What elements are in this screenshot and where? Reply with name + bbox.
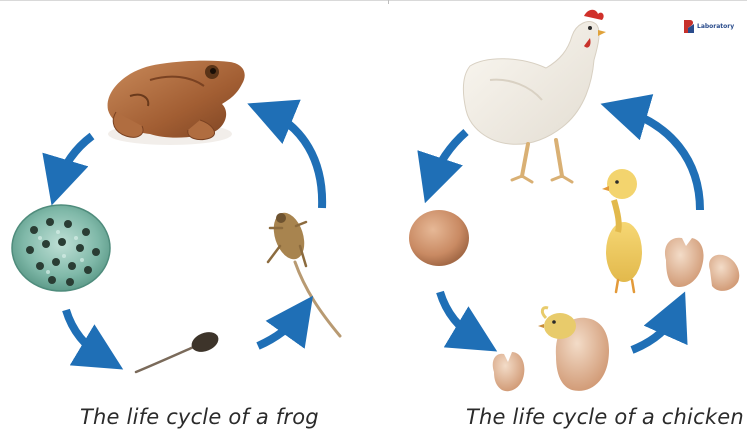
arrow-frog-to-eggs bbox=[58, 136, 92, 184]
chicken-caption: The life cycle of a chicken bbox=[466, 405, 744, 431]
brand-logo-icon bbox=[682, 18, 696, 34]
froglet-image bbox=[268, 209, 340, 336]
arrow-froglet-to-frog bbox=[268, 112, 322, 208]
arrow-eggs-to-tadpole bbox=[66, 310, 104, 358]
frog-cycle-graphic bbox=[0, 0, 370, 436]
hen-image bbox=[463, 10, 606, 182]
frog-life-cycle-panel: The life cycle of a frog bbox=[0, 0, 370, 436]
tadpole-image bbox=[136, 328, 221, 372]
brand-logo: Laboratory bbox=[682, 18, 732, 38]
broken-eggshell-image bbox=[665, 238, 739, 291]
egg-image bbox=[409, 210, 469, 266]
arrow-tadpole-to-froglet bbox=[258, 314, 300, 346]
arrow-hen-to-egg bbox=[432, 132, 466, 182]
chicken-cycle-graphic bbox=[370, 0, 747, 436]
frog-caption: The life cycle of a frog bbox=[80, 405, 319, 431]
brand-logo-text: Laboratory bbox=[697, 23, 734, 30]
cracked-shell-piece-image bbox=[493, 352, 525, 391]
arrow-egg-to-hatching bbox=[440, 292, 478, 340]
hatching-chick-image bbox=[538, 308, 609, 391]
chicken-life-cycle-panel: Laboratory The life cycle of a chicken bbox=[370, 0, 747, 436]
arrow-hatching-to-chick bbox=[632, 312, 676, 350]
adult-frog-image bbox=[108, 61, 245, 145]
frog-eggs-image bbox=[12, 205, 110, 291]
chick-image bbox=[602, 169, 642, 292]
arrow-chick-to-hen bbox=[622, 110, 700, 210]
